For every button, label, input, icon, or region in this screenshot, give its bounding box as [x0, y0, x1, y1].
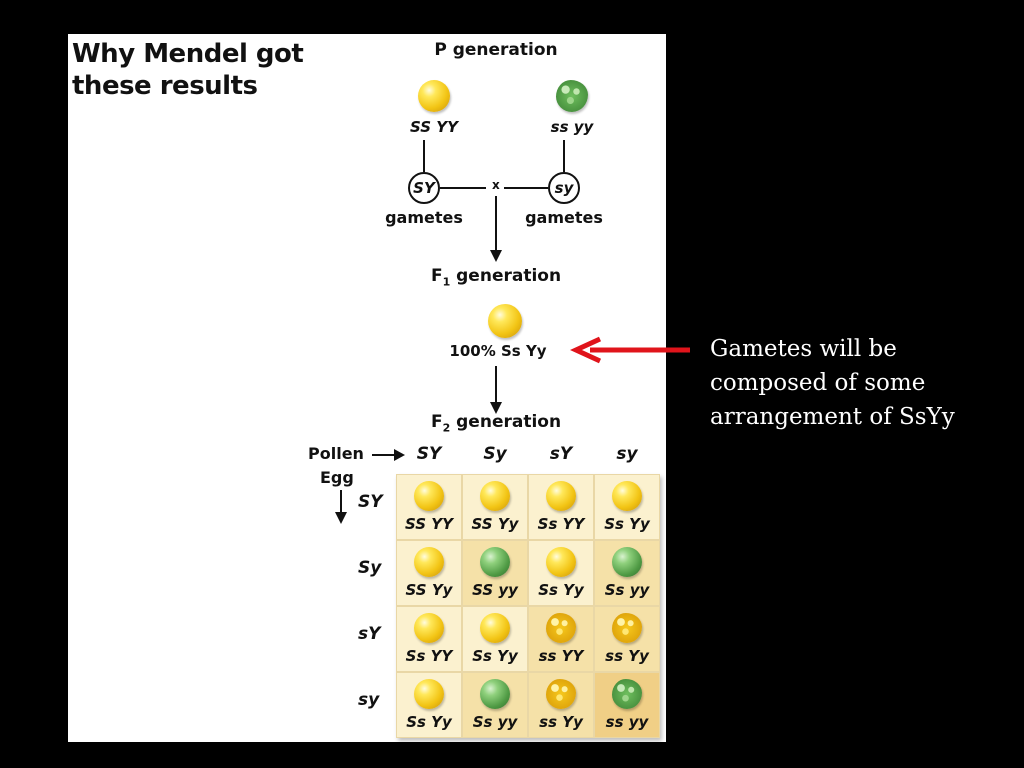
- egg-gamete-header: SY: [358, 492, 383, 512]
- p-right-gamete-circle: sy: [548, 172, 580, 204]
- cell-genotype: Ss yy: [604, 581, 650, 599]
- punnett-cell: Ss YY: [396, 606, 462, 672]
- pollen-label: Pollen: [308, 444, 364, 463]
- pollen-arrow-icon: [372, 449, 405, 461]
- punnett-cell: Ss yy: [462, 672, 528, 738]
- p-left-gamete-circle: SY: [408, 172, 440, 204]
- cell-genotype: Ss YY: [537, 515, 585, 533]
- wrinkled-yellow-pea-icon: [546, 679, 576, 709]
- punnett-cell: Ss Yy: [528, 540, 594, 606]
- f1-pea-icon: [488, 304, 522, 338]
- egg-label: Egg: [320, 468, 354, 487]
- annotation-text: Gametes will be composed of some arrange…: [710, 336, 955, 430]
- yellow-pea-icon: [480, 613, 510, 643]
- egg-gamete-header: sY: [358, 624, 381, 644]
- punnett-cell: ss YY: [528, 606, 594, 672]
- p-green-wrinkled-pea-icon: [556, 80, 588, 112]
- down-arrow-icon-2: [490, 366, 502, 414]
- p-left-genotype: SS YY: [409, 118, 459, 136]
- yellow-pea-icon: [546, 547, 576, 577]
- green-pea-icon: [480, 547, 510, 577]
- mendel-figure: Why Mendel got these results P generatio…: [68, 34, 666, 742]
- yellow-pea-icon: [414, 481, 444, 511]
- cell-genotype: ss YY: [538, 647, 584, 665]
- cell-genotype: Ss Yy: [604, 515, 650, 533]
- cross-line-left: [440, 187, 486, 189]
- punnett-cell: SS YY: [396, 474, 462, 540]
- punnett-cell: Ss Yy: [396, 672, 462, 738]
- p-right-connector: [563, 140, 565, 172]
- green-pea-icon: [480, 679, 510, 709]
- p-yellow-round-pea-icon: [418, 80, 450, 112]
- punnett-cell: ss yy: [594, 672, 660, 738]
- cell-genotype: SS YY: [404, 515, 454, 533]
- wrinkled-yellow-pea-icon: [546, 613, 576, 643]
- egg-gamete-header: Sy: [358, 558, 382, 578]
- yellow-pea-icon: [414, 613, 444, 643]
- punnett-cell: Ss yy: [594, 540, 660, 606]
- egg-arrow-icon: [335, 490, 347, 524]
- f1-letter: F: [430, 266, 443, 286]
- pollen-gamete-header: SY: [416, 444, 442, 464]
- down-arrow-icon-1: [490, 196, 502, 262]
- egg-gamete-header: sy: [358, 690, 380, 710]
- cross-line-right: [504, 187, 548, 189]
- cell-genotype: SS yy: [472, 581, 518, 599]
- yellow-pea-icon: [414, 547, 444, 577]
- cross-symbol: x: [492, 178, 500, 192]
- f1-genotype-text: 100% Ss Yy: [449, 342, 547, 360]
- p-right-genotype: ss yy: [550, 118, 594, 136]
- punnett-cell: Ss YY: [528, 474, 594, 540]
- gametes-left-label: gametes: [385, 208, 463, 227]
- yellow-pea-icon: [480, 481, 510, 511]
- f2-letter: F: [430, 412, 443, 432]
- wrinkled-green-pea-icon: [612, 679, 642, 709]
- pollen-gamete-header: sY: [549, 444, 573, 464]
- f1-generation-label: F1 generation: [431, 266, 561, 288]
- f2-subscript: 2: [442, 421, 451, 435]
- pollen-gamete-header: sy: [616, 444, 638, 464]
- punnett-cell: Ss Yy: [462, 606, 528, 672]
- f1-genotype: 100% Ss Yy: [449, 342, 546, 360]
- cell-genotype: ss Yy: [539, 713, 583, 731]
- green-pea-icon: [612, 547, 642, 577]
- punnett-cell: ss Yy: [594, 606, 660, 672]
- cell-genotype: SS Yy: [405, 581, 453, 599]
- punnett-cell: ss Yy: [528, 672, 594, 738]
- cell-genotype: ss Yy: [605, 647, 649, 665]
- p-generation-label: P generation: [434, 40, 558, 60]
- yellow-pea-icon: [612, 481, 642, 511]
- yellow-pea-icon: [546, 481, 576, 511]
- cell-genotype: SS Yy: [471, 515, 519, 533]
- p-left-connector: [423, 140, 425, 172]
- punnett-square: SS YY SS Yy Ss YY Ss Yy SS Yy SS yy Ss Yy Ss yy…: [396, 474, 660, 738]
- f2-suffix: generation: [450, 412, 562, 432]
- cell-genotype: Ss Yy: [406, 713, 452, 731]
- punnett-cell: SS Yy: [396, 540, 462, 606]
- figure-title: Why Mendel got these results: [72, 38, 304, 102]
- title-line-2: these results: [72, 71, 258, 101]
- cell-genotype: Ss Yy: [538, 581, 584, 599]
- f2-generation-label: F2 generation: [431, 412, 561, 434]
- cell-genotype: Ss YY: [405, 647, 453, 665]
- gametes-right-label: gametes: [525, 208, 603, 227]
- pollen-gamete-header: Sy: [483, 444, 507, 464]
- punnett-cell: SS yy: [462, 540, 528, 606]
- punnett-cell: Ss Yy: [594, 474, 660, 540]
- cell-genotype: Ss Yy: [472, 647, 518, 665]
- f1-suffix: generation: [450, 266, 562, 286]
- cell-genotype: ss yy: [605, 713, 649, 731]
- annotation-arrow-icon: [570, 336, 690, 364]
- wrinkled-yellow-pea-icon: [612, 613, 642, 643]
- f1-subscript: 1: [442, 275, 451, 289]
- title-line-1: Why Mendel got: [72, 39, 304, 69]
- cell-genotype: Ss yy: [472, 713, 518, 731]
- punnett-cell: SS Yy: [462, 474, 528, 540]
- yellow-pea-icon: [414, 679, 444, 709]
